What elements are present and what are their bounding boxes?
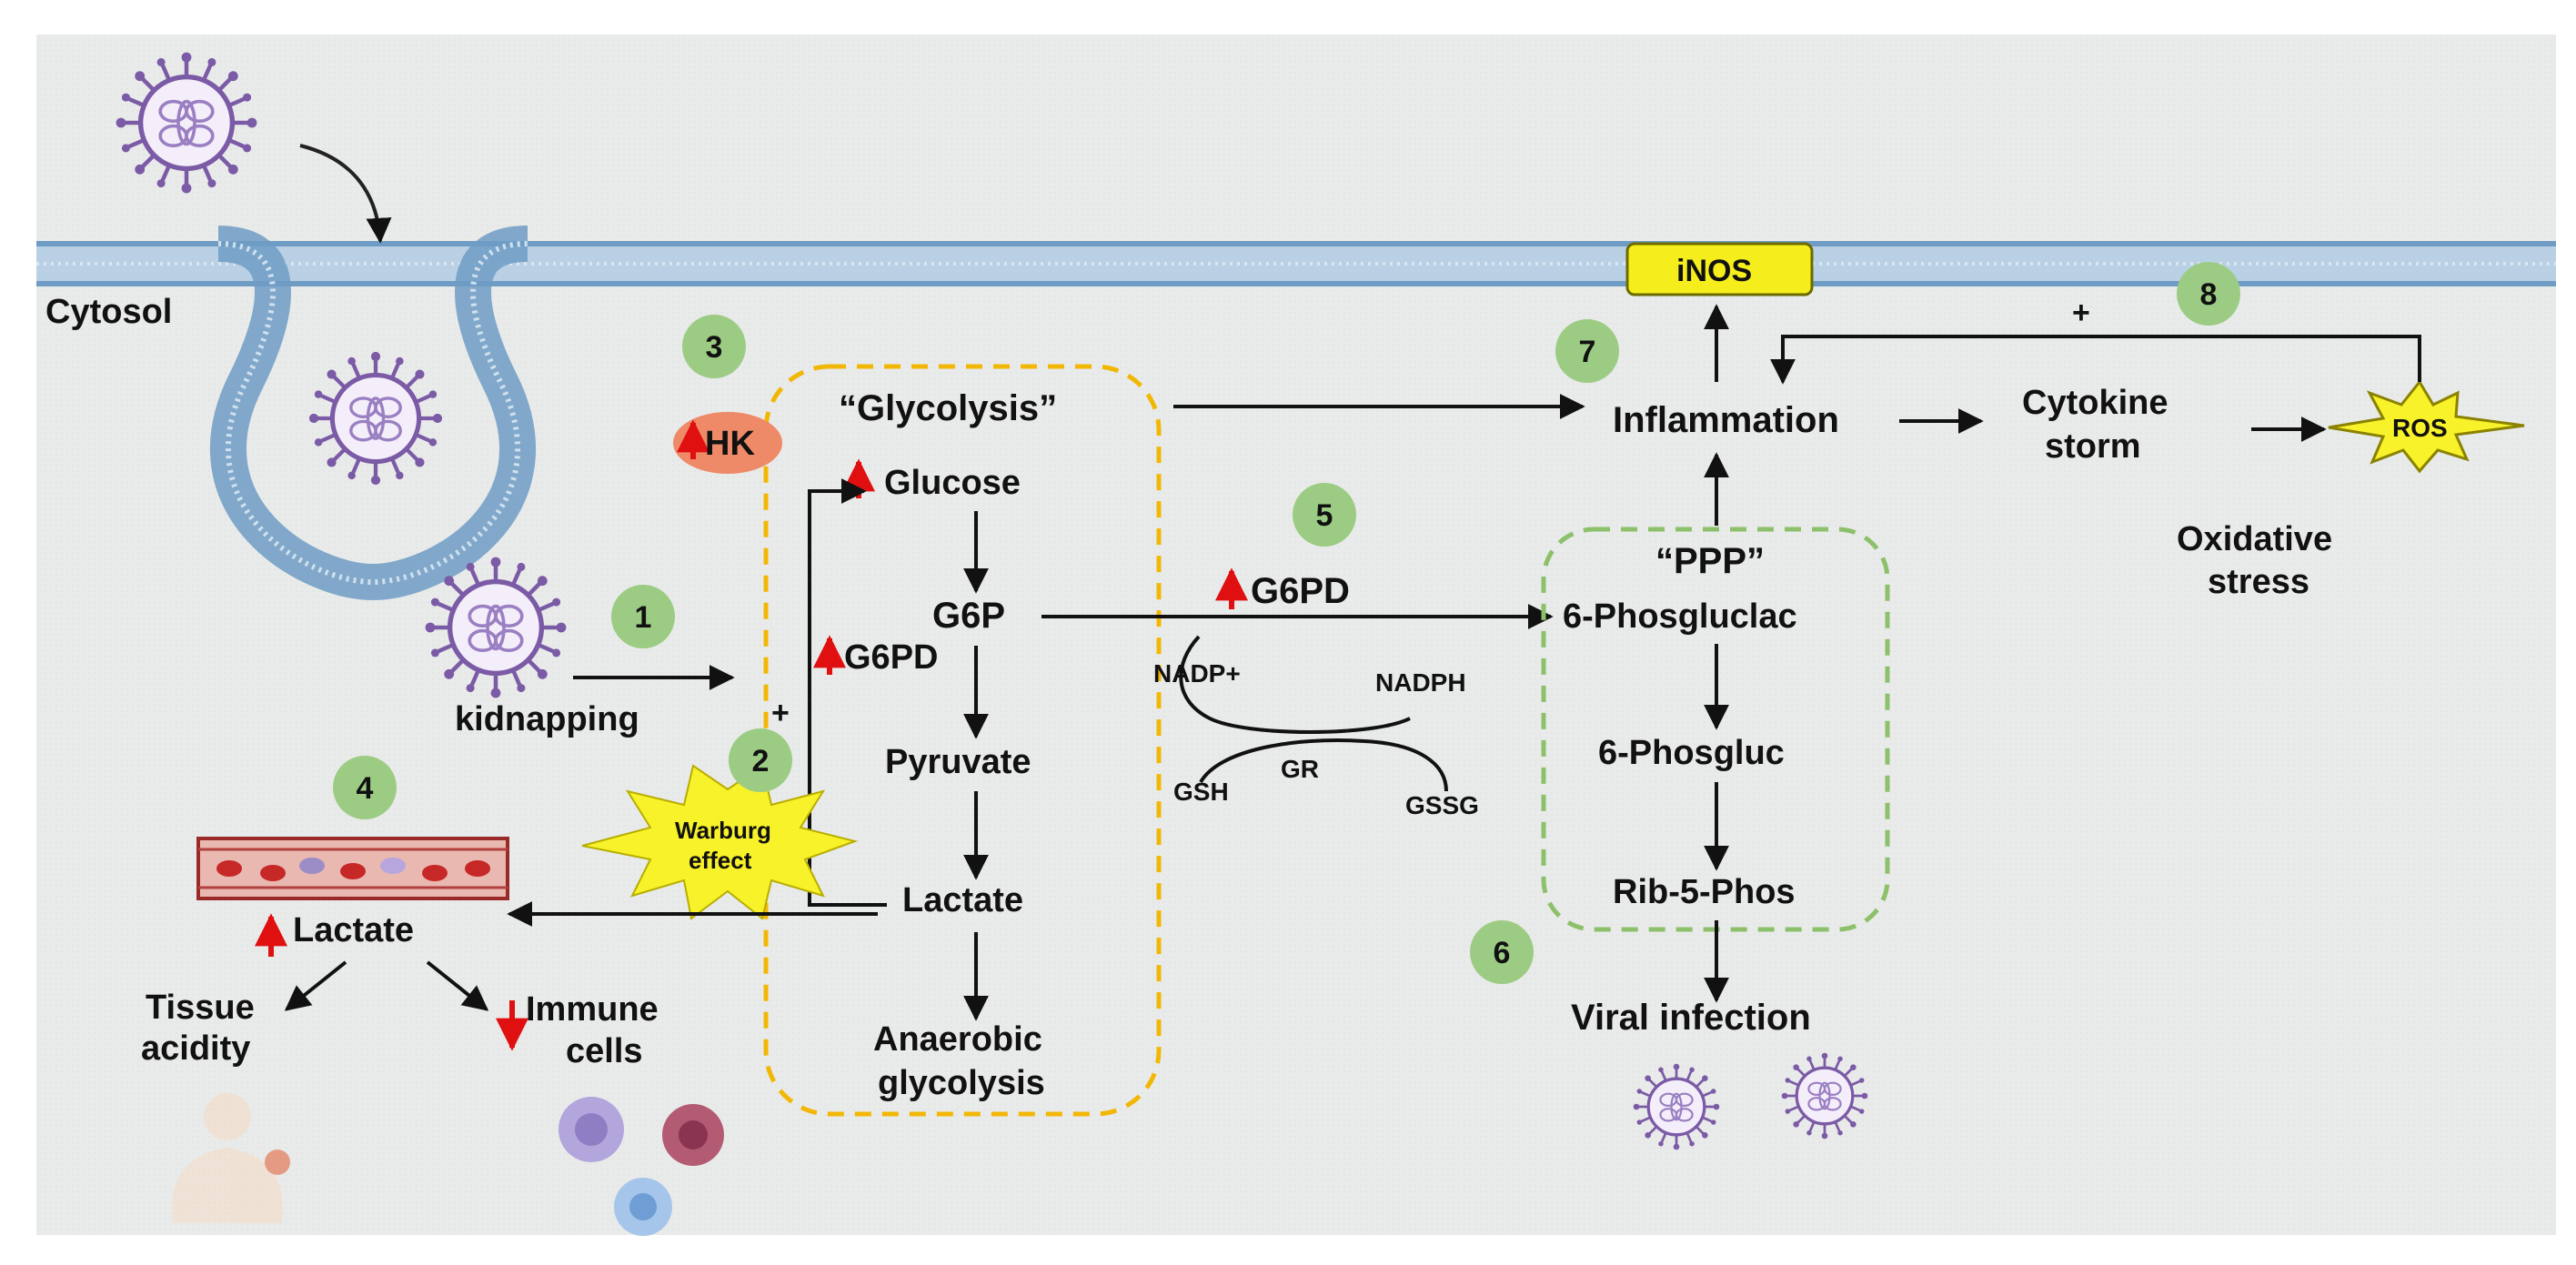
virus-icon — [116, 53, 257, 194]
step-badge-4: 4 — [333, 756, 397, 819]
immune-label-1: Immune — [526, 990, 659, 1029]
inflammation-label: Inflammation — [1613, 400, 1839, 440]
g6p-label: G6P — [932, 596, 1005, 636]
rib5phos-label: Rib-5-Phos — [1613, 873, 1796, 911]
anaerobic-label-1: Anaerobic — [873, 1020, 1042, 1059]
step-badge-5: 5 — [1293, 483, 1356, 547]
nadp-plus-label: NADP+ — [1153, 659, 1241, 688]
warburg-starburst — [581, 764, 859, 920]
step-badge-3: 3 — [682, 315, 746, 378]
endocytosis-vesicle — [209, 226, 537, 601]
glucose-label: Glucose — [884, 464, 1021, 502]
step-number: 5 — [1316, 498, 1333, 533]
gssg-label: GSSG — [1405, 791, 1479, 819]
step-number: 6 — [1494, 936, 1511, 970]
virus-icon — [426, 557, 567, 698]
lactate-label: Lactate — [902, 881, 1023, 919]
cytokine-label-2: storm — [2045, 427, 2141, 466]
cytosol-label: Cytosol — [45, 293, 172, 331]
warburg-label-1: Warburg — [675, 817, 771, 844]
tissue-label-2: acidity — [141, 1029, 250, 1068]
g6pd-label: G6PD — [844, 638, 938, 677]
virus-icon — [309, 352, 442, 485]
cell-membrane — [36, 241, 2556, 286]
nadph-label: NADPH — [1375, 668, 1466, 697]
step-number: 8 — [2200, 277, 2218, 312]
inos-box — [1625, 242, 1814, 296]
blood-vessel — [196, 837, 509, 900]
virus-icon — [1780, 1051, 1869, 1140]
ros-starburst — [2328, 379, 2525, 474]
immune-label-2: cells — [566, 1032, 643, 1070]
lactate-feedback-arrow — [808, 478, 887, 907]
step-badge-6: 6 — [1470, 920, 1534, 984]
oxidative-label-2: stress — [2208, 563, 2309, 601]
step-number: 3 — [706, 330, 723, 365]
pyruvate-label: Pyruvate — [885, 743, 1031, 781]
gsh-label: GSH — [1173, 778, 1229, 806]
warburg-label-2: effect — [689, 847, 752, 874]
glycolysis-title: “Glycolysis” — [839, 388, 1057, 428]
phosgluc-label: 6-Phosgluc — [1598, 734, 1785, 772]
inos-label: iNOS — [1676, 254, 1752, 288]
diagram-background — [36, 35, 2556, 1235]
hk-label: HK — [705, 425, 755, 463]
step-number: 2 — [752, 744, 770, 778]
ros-label: ROS — [2392, 414, 2448, 442]
arrow — [284, 960, 347, 1011]
gr-label: GR — [1281, 755, 1319, 783]
immune-cells-icon — [558, 1097, 724, 1236]
lactate-blood-label: Lactate — [293, 911, 414, 949]
kidnapping-label: kidnapping — [455, 700, 639, 738]
entry-arrow — [299, 144, 392, 244]
human-figure-icon — [172, 1093, 290, 1223]
step-badge-2: 2 — [729, 728, 792, 792]
anaerobic-label-2: glycolysis — [878, 1064, 1045, 1102]
step-badge-1: 1 — [611, 585, 675, 648]
ppp-title: “PPP” — [1655, 541, 1765, 581]
g6pd-cycle-label: G6PD — [1251, 571, 1350, 611]
step-badge-7: 7 — [1555, 319, 1619, 383]
step-number: 4 — [357, 771, 374, 806]
step-number: 1 — [635, 600, 652, 635]
cofactor-cycle-curve — [1199, 738, 1448, 792]
step-number: 7 — [1579, 335, 1596, 369]
cofactor-cycle-curve — [1179, 635, 1411, 734]
tissue-label-1: Tissue — [146, 989, 255, 1027]
virus-icon — [1632, 1062, 1721, 1151]
cytokine-label-1: Cytokine — [2022, 384, 2168, 422]
step-badge-8: 8 — [2177, 262, 2240, 326]
ros-feedback-arrow — [1770, 335, 2421, 385]
phosgluclac-label: 6-Phosgluclac — [1563, 597, 1797, 636]
feedback-plus-sign: + — [2072, 296, 2090, 330]
oxidative-label-1: Oxidative — [2177, 520, 2332, 558]
arrow — [426, 960, 489, 1011]
viral-infection-label: Viral infection — [1571, 998, 1811, 1038]
plus-sign: + — [771, 696, 790, 730]
